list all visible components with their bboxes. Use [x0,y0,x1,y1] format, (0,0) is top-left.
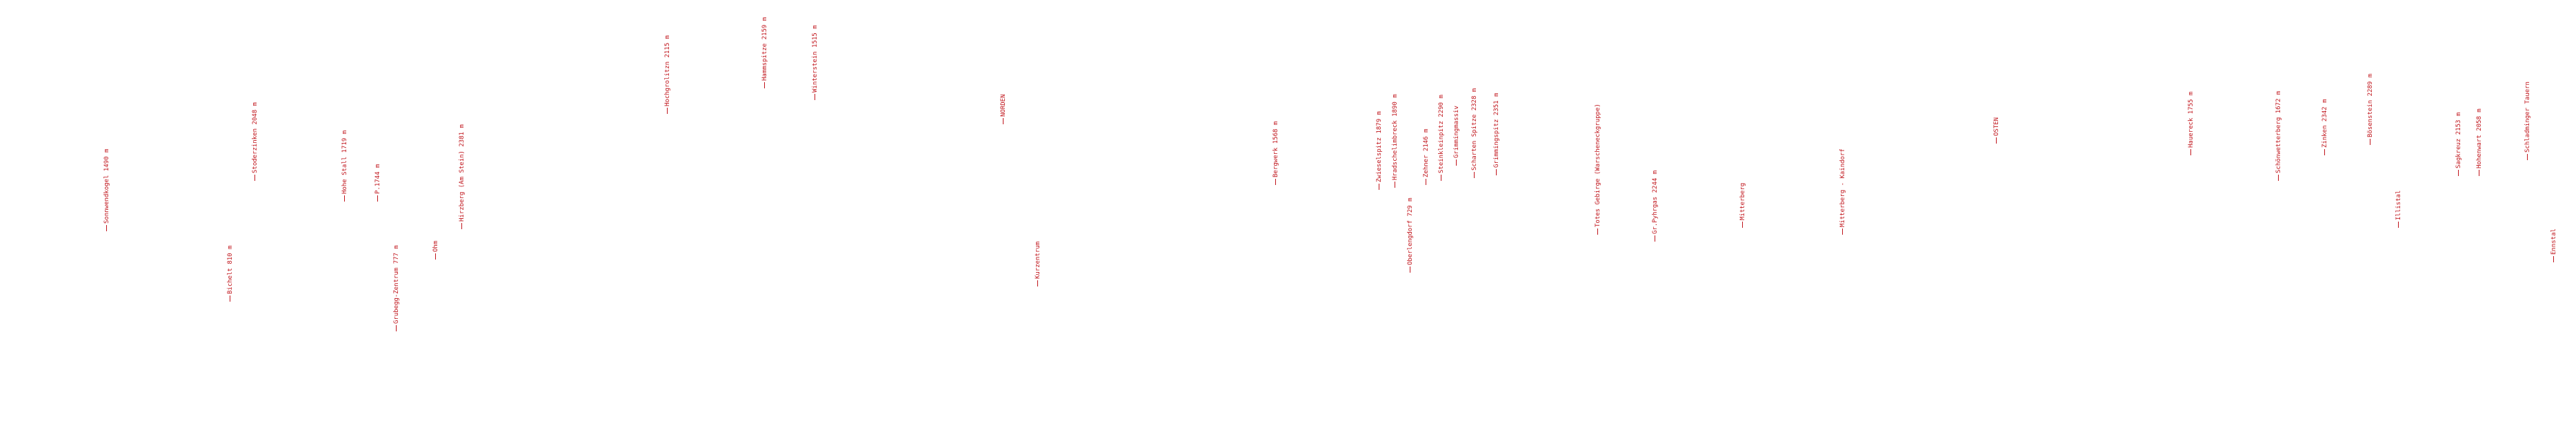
place-label-text: Illistal [2395,190,2402,220]
label-tick [461,223,462,229]
peak-label-text: Schönwetterberg 1672 m [2275,90,2282,173]
peak-label-sagkreuz: Sagkreuz 2153 m [2455,113,2462,176]
peak-label-text: Hohe Stall 1719 m [341,130,348,194]
peak-label-p1744: P.1744 m [375,164,381,202]
peak-label-text: Bergwerk 1568 m [1272,121,1279,177]
label-tick [1742,222,1743,228]
place-label-kurzentrum: Kurzentrum [1035,242,1041,286]
label-tick [2324,149,2325,155]
place-label-illistal: Illistal [2395,191,2402,228]
range-label-schladminger-tauern: Schladminger Tauern [2524,81,2531,160]
peak-label-schoenwetterberg: Schönwetterberg 1672 m [2275,91,2282,181]
peak-label-zehner: Zehner 2146 m [1423,129,1430,185]
label-tick [1996,137,1997,144]
label-tick [2190,149,2191,155]
range-label-text: Totes Gebirge (Warscheneckgruppe) [1595,104,1601,227]
place-label-text: Oberlengdorf 729 m [1407,197,1414,265]
peak-label-text: Steinkleinpitz 2290 m [1438,95,1445,173]
label-tick [1003,118,1004,124]
label-tick [1456,159,1457,166]
place-label-bichelt: Bichelt 810 m [227,246,234,302]
peak-label-stoderzinken: Stoderzinken 2048 m [252,102,259,181]
direction-label-text: OSTEN [1993,117,2000,136]
place-label-text: Kurzentrum [1035,241,1041,279]
peak-label-text: Zwieselspitz 1879 m [1376,111,1383,182]
place-label-mitterberg-kaindorf: Mitterberg - Kaindorf [1839,148,1846,235]
direction-label-text: NORDEN [1000,94,1007,117]
peak-label-steinkleinpitz: Steinkleinpitz 2290 m [1438,95,1445,181]
peak-label-text: Scharten Spitze 2328 m [1471,88,1478,171]
label-tick [764,82,765,88]
peak-label-zinken: Zinken 2342 m [2322,99,2328,155]
peak-label-text: Hammspitze 2159 m [761,17,768,81]
peak-label-hauereck: Hauereck 1755 m [2188,92,2195,155]
label-tick [1474,172,1475,178]
label-tick [344,195,345,202]
peak-label-zwieselspitz: Zwieselspitz 1879 m [1376,111,1383,190]
peak-label-scharten-spitze: Scharten Spitze 2328 m [1471,88,1478,178]
peak-label-text: Hirzberg (Am Stein) 2381 m [459,124,466,222]
peak-label-winterstein: Winterstein 1515 m [812,25,819,100]
place-label-text: Bichelt 810 m [227,245,234,294]
peak-label-sonnwendkogel: Sonnwendkogel 1490 m [103,149,110,231]
label-tick [2278,175,2279,181]
peak-label-text: Zehner 2146 m [1423,128,1430,177]
peak-label-hradschelimbreck: Hradschelimbreck 1890 m [1392,94,1399,188]
peak-label-text: Grimmingspitz 2351 m [1493,93,1500,168]
peak-label-text: Hohenwart 2058 m [2476,108,2483,168]
label-tick [1597,228,1598,235]
place-label-oberlengdorf: Oberlengdorf 729 m [1407,197,1414,273]
range-label-grimmingmassiv: Grimmingmassiv [1453,106,1460,166]
label-tick [2527,154,2528,160]
peak-label-text: Winterstein 1515 m [812,25,819,93]
label-tick [254,175,255,181]
peak-label-text: Gr.Pyhrgas 2244 m [1652,170,1659,234]
label-tick [377,195,378,202]
peak-label-hohe-stall: Hohe Stall 1719 m [341,130,348,202]
label-tick [1037,280,1038,286]
place-label-text: Ohm [432,240,439,252]
place-label-ennstal: Ennstal [2550,228,2557,262]
place-label-text: Mitterberg [1739,182,1746,220]
peak-label-text: Sonnwendkogel 1490 m [103,148,110,224]
range-label-totes-gebirge: Totes Gebirge (Warscheneckgruppe) [1595,104,1601,235]
peak-label-text: Hradschelimbreck 1890 m [1392,94,1399,180]
label-tick [2458,170,2459,176]
range-label-text: Grimmingmassiv [1453,106,1460,158]
peak-label-hochgrolitzn: Hochgrolitzn 2115 m [664,35,671,114]
peak-label-text: Zinken 2342 m [2322,99,2328,148]
peak-label-text: Stoderzinken 2048 m [252,102,259,173]
label-tick [667,108,668,114]
peak-label-text: P.1744 m [375,164,381,194]
peak-label-gr-pyhrgas: Gr.Pyhrgas 2244 m [1652,171,1659,242]
label-tick [1842,228,1843,235]
label-tick [435,253,436,260]
peak-label-bergwerk: Bergwerk 1568 m [1272,121,1279,185]
place-label-text: Mitterberg - Kaindorf [1839,148,1846,227]
place-label-grubegg: Grubegg-Zentrum 777 m [393,245,400,331]
label-tick [106,225,107,231]
peak-label-boesenstein: Bösenstein 2289 m [2367,74,2374,145]
direction-label-east: OSTEN [1993,117,2000,144]
label-tick [396,325,397,331]
label-tick [1496,169,1497,175]
peak-label-text: Hauereck 1755 m [2188,91,2195,148]
label-tick [2553,256,2554,262]
peak-label-hirzberg: Hirzberg (Am Stein) 2381 m [459,124,466,229]
peak-label-hohenwart: Hohenwart 2058 m [2476,108,2483,176]
direction-label-north: NORDEN [1000,94,1007,124]
peak-label-text: Sagkreuz 2153 m [2455,112,2462,168]
place-label-text: Grubegg-Zentrum 777 m [393,245,400,324]
label-tick [2398,222,2399,228]
peak-label-text: Hochgrolitzn 2115 m [664,35,671,106]
place-label-mitterberg: Mitterberg [1739,183,1746,228]
peak-label-hammspitze: Hammspitze 2159 m [761,17,768,88]
peak-label-grimmingspitz: Grimmingspitz 2351 m [1493,93,1500,175]
place-label-ohm: Ohm [432,241,439,260]
range-label-text: Schladminger Tauern [2524,81,2531,153]
place-label-text: Ennstal [2550,228,2557,255]
peak-label-text: Bösenstein 2289 m [2367,73,2374,137]
label-tick [1275,179,1276,185]
